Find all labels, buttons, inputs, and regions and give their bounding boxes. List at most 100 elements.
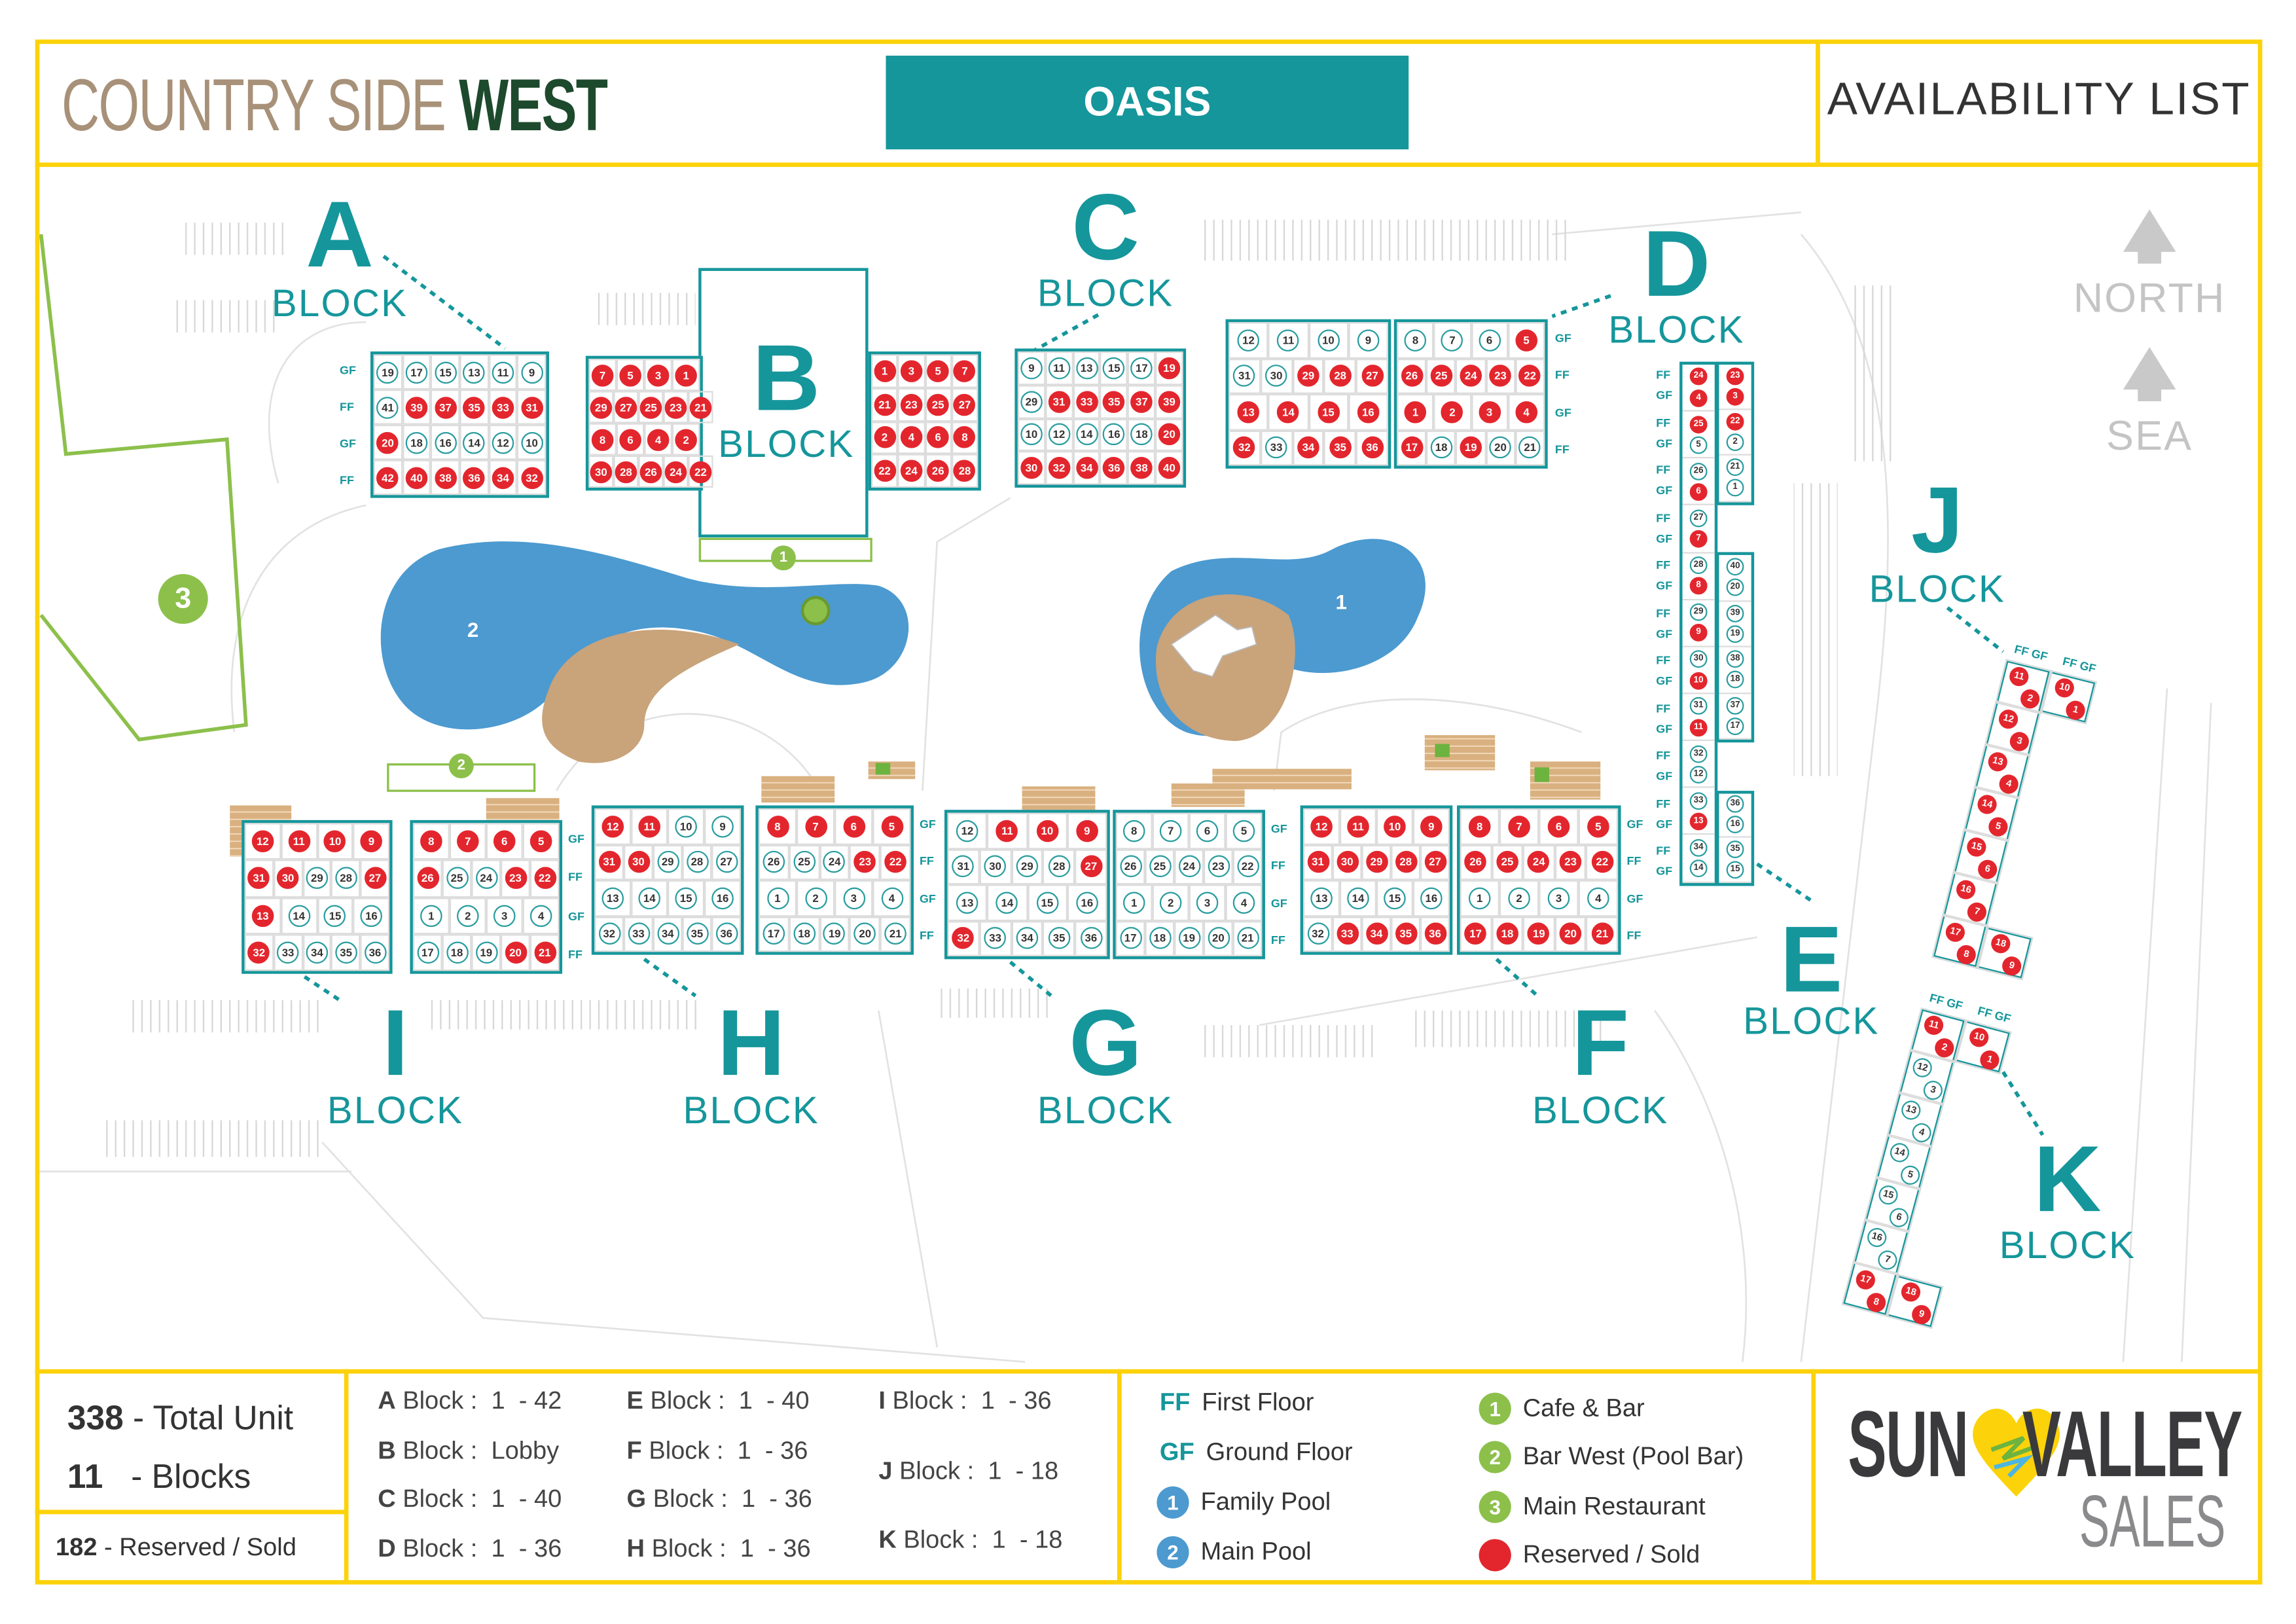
unit-available[interactable]: 36 — [715, 922, 738, 945]
unit-sold[interactable]: 9 — [1420, 815, 1443, 838]
unit-sold[interactable]: 5 — [619, 363, 641, 386]
unit-available[interactable]: 29 — [306, 867, 329, 890]
unit-available[interactable]: 26 — [762, 851, 785, 873]
unit-available[interactable]: 29 — [1689, 603, 1708, 621]
unit-available[interactable]: 28 — [334, 867, 357, 890]
unit-available[interactable]: 15 — [1103, 357, 1126, 380]
unit-sold[interactable]: 6 — [927, 426, 949, 449]
unit-available[interactable]: 14 — [638, 887, 660, 909]
unit-available[interactable]: 8 — [1404, 329, 1427, 352]
unit-available[interactable]: 2 — [457, 904, 479, 927]
unit-sold[interactable]: 32 — [247, 941, 270, 964]
unit-sold[interactable]: 27 — [1424, 851, 1446, 873]
unit-available[interactable]: 33 — [1265, 437, 1287, 459]
unit-sold[interactable]: 38 — [1130, 457, 1153, 479]
unit-sold[interactable]: 27 — [1361, 365, 1384, 388]
unit-sold[interactable]: 2 — [1441, 401, 1463, 423]
unit-sold[interactable]: 35 — [1103, 390, 1126, 413]
unit-sold[interactable]: 8 — [1468, 815, 1491, 838]
unit-sold[interactable]: 6 — [1547, 815, 1570, 838]
unit-available[interactable]: 36 — [1080, 927, 1102, 950]
unit-sold[interactable]: 29 — [590, 396, 613, 418]
unit-available[interactable]: 18 — [1149, 927, 1171, 950]
unit-sold[interactable]: 22 — [884, 851, 907, 873]
unit-sold[interactable]: 36 — [1361, 437, 1384, 459]
unit-available[interactable]: 26 — [1119, 856, 1141, 878]
unit-available[interactable]: 30 — [984, 856, 1007, 878]
unit-available[interactable]: 3 — [842, 887, 865, 909]
unit-available[interactable]: 14 — [287, 904, 310, 927]
unit-available[interactable]: 2 — [1508, 887, 1530, 909]
unit-sold[interactable]: 13 — [1237, 401, 1260, 423]
unit-sold[interactable]: 3 — [1726, 388, 1744, 406]
unit-sold[interactable]: 23 — [504, 867, 527, 890]
unit-available[interactable]: 12 — [956, 820, 978, 842]
unit-available[interactable]: 13 — [463, 361, 486, 384]
unit-sold[interactable]: 2 — [873, 426, 896, 449]
unit-sold[interactable]: 30 — [590, 460, 613, 483]
unit-sold[interactable]: 10 — [1036, 820, 1058, 842]
unit-sold[interactable]: 12 — [251, 830, 274, 853]
unit-available[interactable]: 4 — [1587, 887, 1609, 909]
unit-sold[interactable]: 31 — [1048, 390, 1070, 413]
unit-sold[interactable]: 42 — [376, 466, 399, 489]
unit-available[interactable]: 17 — [762, 922, 785, 945]
unit-available[interactable]: 19 — [1177, 927, 1200, 950]
unit-available[interactable]: 10 — [1020, 424, 1043, 446]
unit-available[interactable]: 7 — [1441, 329, 1463, 352]
unit-available[interactable]: 3 — [1196, 891, 1219, 914]
unit-available[interactable]: 28 — [1689, 556, 1708, 574]
unit-available[interactable]: 15 — [434, 361, 457, 384]
unit-sold[interactable]: 12 — [1310, 815, 1333, 838]
unit-sold[interactable]: 13 — [1689, 812, 1708, 831]
unit-available[interactable]: 4 — [529, 904, 552, 927]
unit-sold[interactable]: 34 — [1365, 922, 1388, 945]
unit-available[interactable]: 1 — [420, 904, 442, 927]
block-b-lobby[interactable] — [698, 268, 869, 538]
unit-available[interactable]: 17 — [1130, 357, 1153, 380]
unit-available[interactable]: 4 — [880, 887, 903, 909]
unit-sold[interactable]: 5 — [880, 815, 903, 838]
unit-available[interactable]: 5 — [1232, 820, 1255, 842]
unit-available[interactable]: 36 — [364, 941, 386, 964]
unit-available[interactable]: 1 — [1122, 891, 1145, 914]
unit-sold[interactable]: 30 — [277, 867, 299, 890]
unit-available[interactable]: 29 — [1020, 390, 1043, 413]
unit-available[interactable]: 14 — [1075, 424, 1098, 446]
unit-available[interactable]: 11 — [1277, 329, 1300, 352]
unit-available[interactable]: 27 — [1689, 509, 1708, 527]
unit-sold[interactable]: 30 — [1020, 457, 1043, 479]
unit-available[interactable]: 36 — [1726, 795, 1744, 814]
unit-sold[interactable]: 5 — [1587, 815, 1609, 838]
unit-sold[interactable]: 23 — [1726, 367, 1744, 386]
unit-available[interactable]: 33 — [627, 922, 650, 945]
unit-sold[interactable]: 25 — [927, 393, 949, 416]
unit-sold[interactable]: 25 — [1430, 365, 1452, 388]
unit-available[interactable]: 28 — [1048, 856, 1070, 878]
unit-available[interactable]: 1 — [1468, 887, 1491, 909]
unit-sold[interactable]: 10 — [1384, 815, 1406, 838]
unit-sold[interactable]: 36 — [463, 466, 486, 489]
unit-available[interactable]: 13 — [956, 891, 978, 914]
unit-available[interactable]: 18 — [1430, 437, 1452, 459]
unit-sold[interactable]: 20 — [1559, 922, 1582, 945]
unit-sold[interactable]: 7 — [1508, 815, 1530, 838]
unit-available[interactable]: 37 — [1726, 696, 1744, 714]
unit-sold[interactable]: 40 — [405, 466, 428, 489]
unit-sold[interactable]: 3 — [900, 360, 923, 382]
unit-available[interactable]: 32 — [1689, 744, 1708, 763]
unit-available[interactable]: 17 — [1119, 927, 1141, 950]
unit-sold[interactable]: 12 — [601, 815, 624, 838]
unit-available[interactable]: 15 — [675, 887, 697, 909]
unit-available[interactable]: 15 — [324, 904, 346, 927]
unit-sold[interactable]: 6 — [842, 815, 865, 838]
unit-available[interactable]: 40 — [1726, 558, 1744, 576]
unit-sold[interactable]: 35 — [463, 396, 486, 418]
unit-available[interactable]: 19 — [376, 361, 399, 384]
unit-available[interactable]: 1 — [766, 887, 789, 909]
unit-sold[interactable]: 23 — [1559, 851, 1582, 873]
unit-sold[interactable]: 8 — [591, 428, 614, 450]
unit-sold[interactable]: 38 — [434, 466, 457, 489]
unit-available[interactable]: 14 — [996, 891, 1018, 914]
unit-sold[interactable]: 1 — [675, 363, 697, 386]
